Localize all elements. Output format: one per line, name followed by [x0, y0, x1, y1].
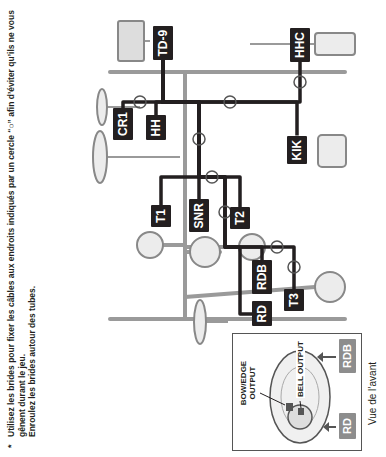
node-label: T1	[154, 209, 168, 223]
pad-tag: TD-9	[153, 26, 173, 61]
node-label: RD	[341, 418, 354, 434]
node-label: RDB	[341, 344, 354, 368]
node-label: BOW/EDGE OUTPUT	[239, 352, 257, 414]
node-label: CR1	[116, 112, 130, 136]
node-label: BELL OUTPUT	[296, 340, 305, 398]
node-label: TD-9	[156, 30, 170, 57]
node-label: SNR	[192, 203, 206, 228]
cable-line	[163, 61, 294, 290]
note-mark-holder: *	[6, 444, 16, 448]
output-inset-panel: BOW/EDGE OUTPUT BELL OUTPUT RD RDB	[232, 333, 362, 451]
output-tag: RD	[339, 413, 356, 439]
pad-tag: T3	[284, 289, 304, 311]
cable-line	[163, 61, 262, 261]
pad-tag: KIK	[287, 136, 307, 165]
note-holder: Utilisez les brides pour fixer les câble…	[6, 9, 38, 437]
output-tag: RDB	[339, 339, 356, 373]
pad-tag: CR1	[113, 108, 133, 140]
pad-tag: HHC	[290, 28, 310, 62]
cable-line	[163, 61, 199, 200]
note-text: Utilisez les brides pour fixer les câble…	[6, 9, 27, 437]
pad-tag: RDB	[252, 260, 272, 294]
node-label: KIK	[290, 140, 304, 161]
node-label: RDB	[255, 264, 269, 290]
pad-tag: SNR	[189, 199, 209, 232]
pad-tag: RD	[252, 301, 272, 326]
node-label: RD	[255, 305, 269, 322]
note-text: Enroulez les brides autour des tubes.	[27, 9, 38, 437]
view-caption-holder: Vue de l’avant	[367, 362, 379, 425]
node-label: HH	[149, 119, 163, 136]
node-label: T2	[233, 211, 247, 225]
node-label: HHC	[293, 32, 307, 58]
note-mark: *	[6, 444, 16, 448]
pad-tag: HH	[146, 115, 166, 140]
cable-line	[161, 61, 199, 206]
cable-line	[163, 61, 297, 136]
node-label: T3	[287, 293, 301, 307]
pad-tag: T1	[151, 205, 171, 227]
pad-tag: T2	[230, 207, 250, 229]
cable-line	[163, 61, 240, 208]
view-caption: Vue de l’avant	[367, 362, 379, 425]
cable-line	[163, 61, 252, 315]
